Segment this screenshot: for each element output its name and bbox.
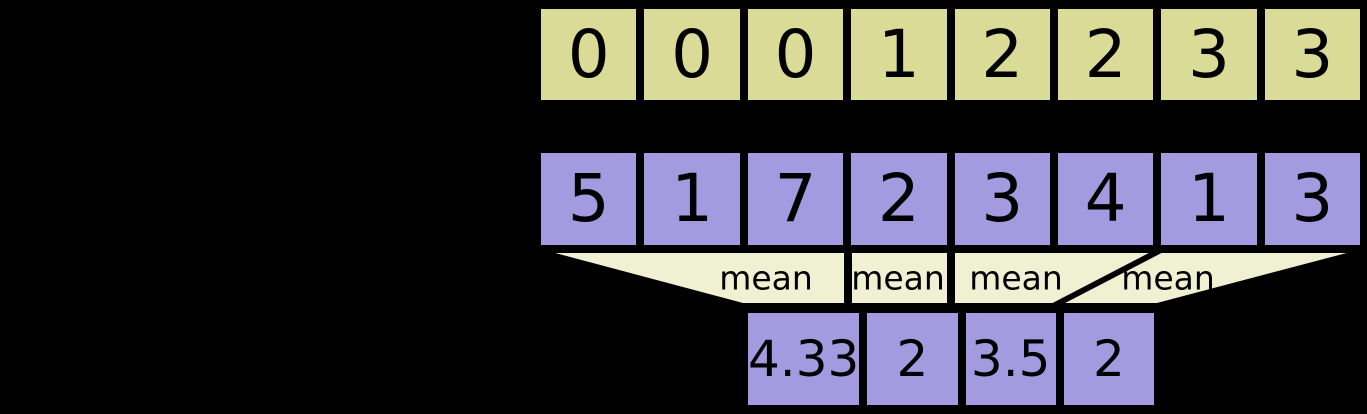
segment-id-cell: 2: [1053, 5, 1158, 104]
data-cell: 1: [1157, 149, 1261, 249]
result-cell: 2: [1059, 309, 1158, 409]
segment-id-cell: 3: [1260, 5, 1364, 104]
result-cell: 3.5: [961, 309, 1060, 409]
data-cell: 3: [950, 149, 1054, 249]
data-cell: 7: [743, 149, 848, 249]
mean-label: mean: [1121, 258, 1215, 298]
segment-id-cell: 0: [537, 5, 641, 104]
segment-id-cell: 0: [743, 5, 848, 104]
data-cell: 4: [1053, 149, 1158, 249]
data-cell: 2: [847, 149, 951, 249]
segment-id-cell: 1: [847, 5, 951, 104]
segment-id-cell: 3: [1157, 5, 1261, 104]
data-cell: 1: [640, 149, 744, 249]
data-cell: 5: [537, 149, 641, 249]
data-row: 5 1 7 2 3 4 1 3: [537, 149, 1364, 249]
segment-id-cell: 0: [640, 5, 744, 104]
result-cell: 2: [863, 309, 962, 409]
mean-label: mean: [851, 258, 945, 298]
segment-id-cell: 2: [950, 5, 1054, 104]
mean-label: mean: [719, 258, 813, 298]
mean-label: mean: [969, 258, 1063, 298]
data-cell: 3: [1260, 149, 1364, 249]
result-cell: 4.33: [744, 309, 864, 409]
segment-ids-row: 0 0 0 1 2 2 3 3: [537, 5, 1364, 104]
result-row: 4.33 2 3.5 2: [744, 309, 1158, 409]
